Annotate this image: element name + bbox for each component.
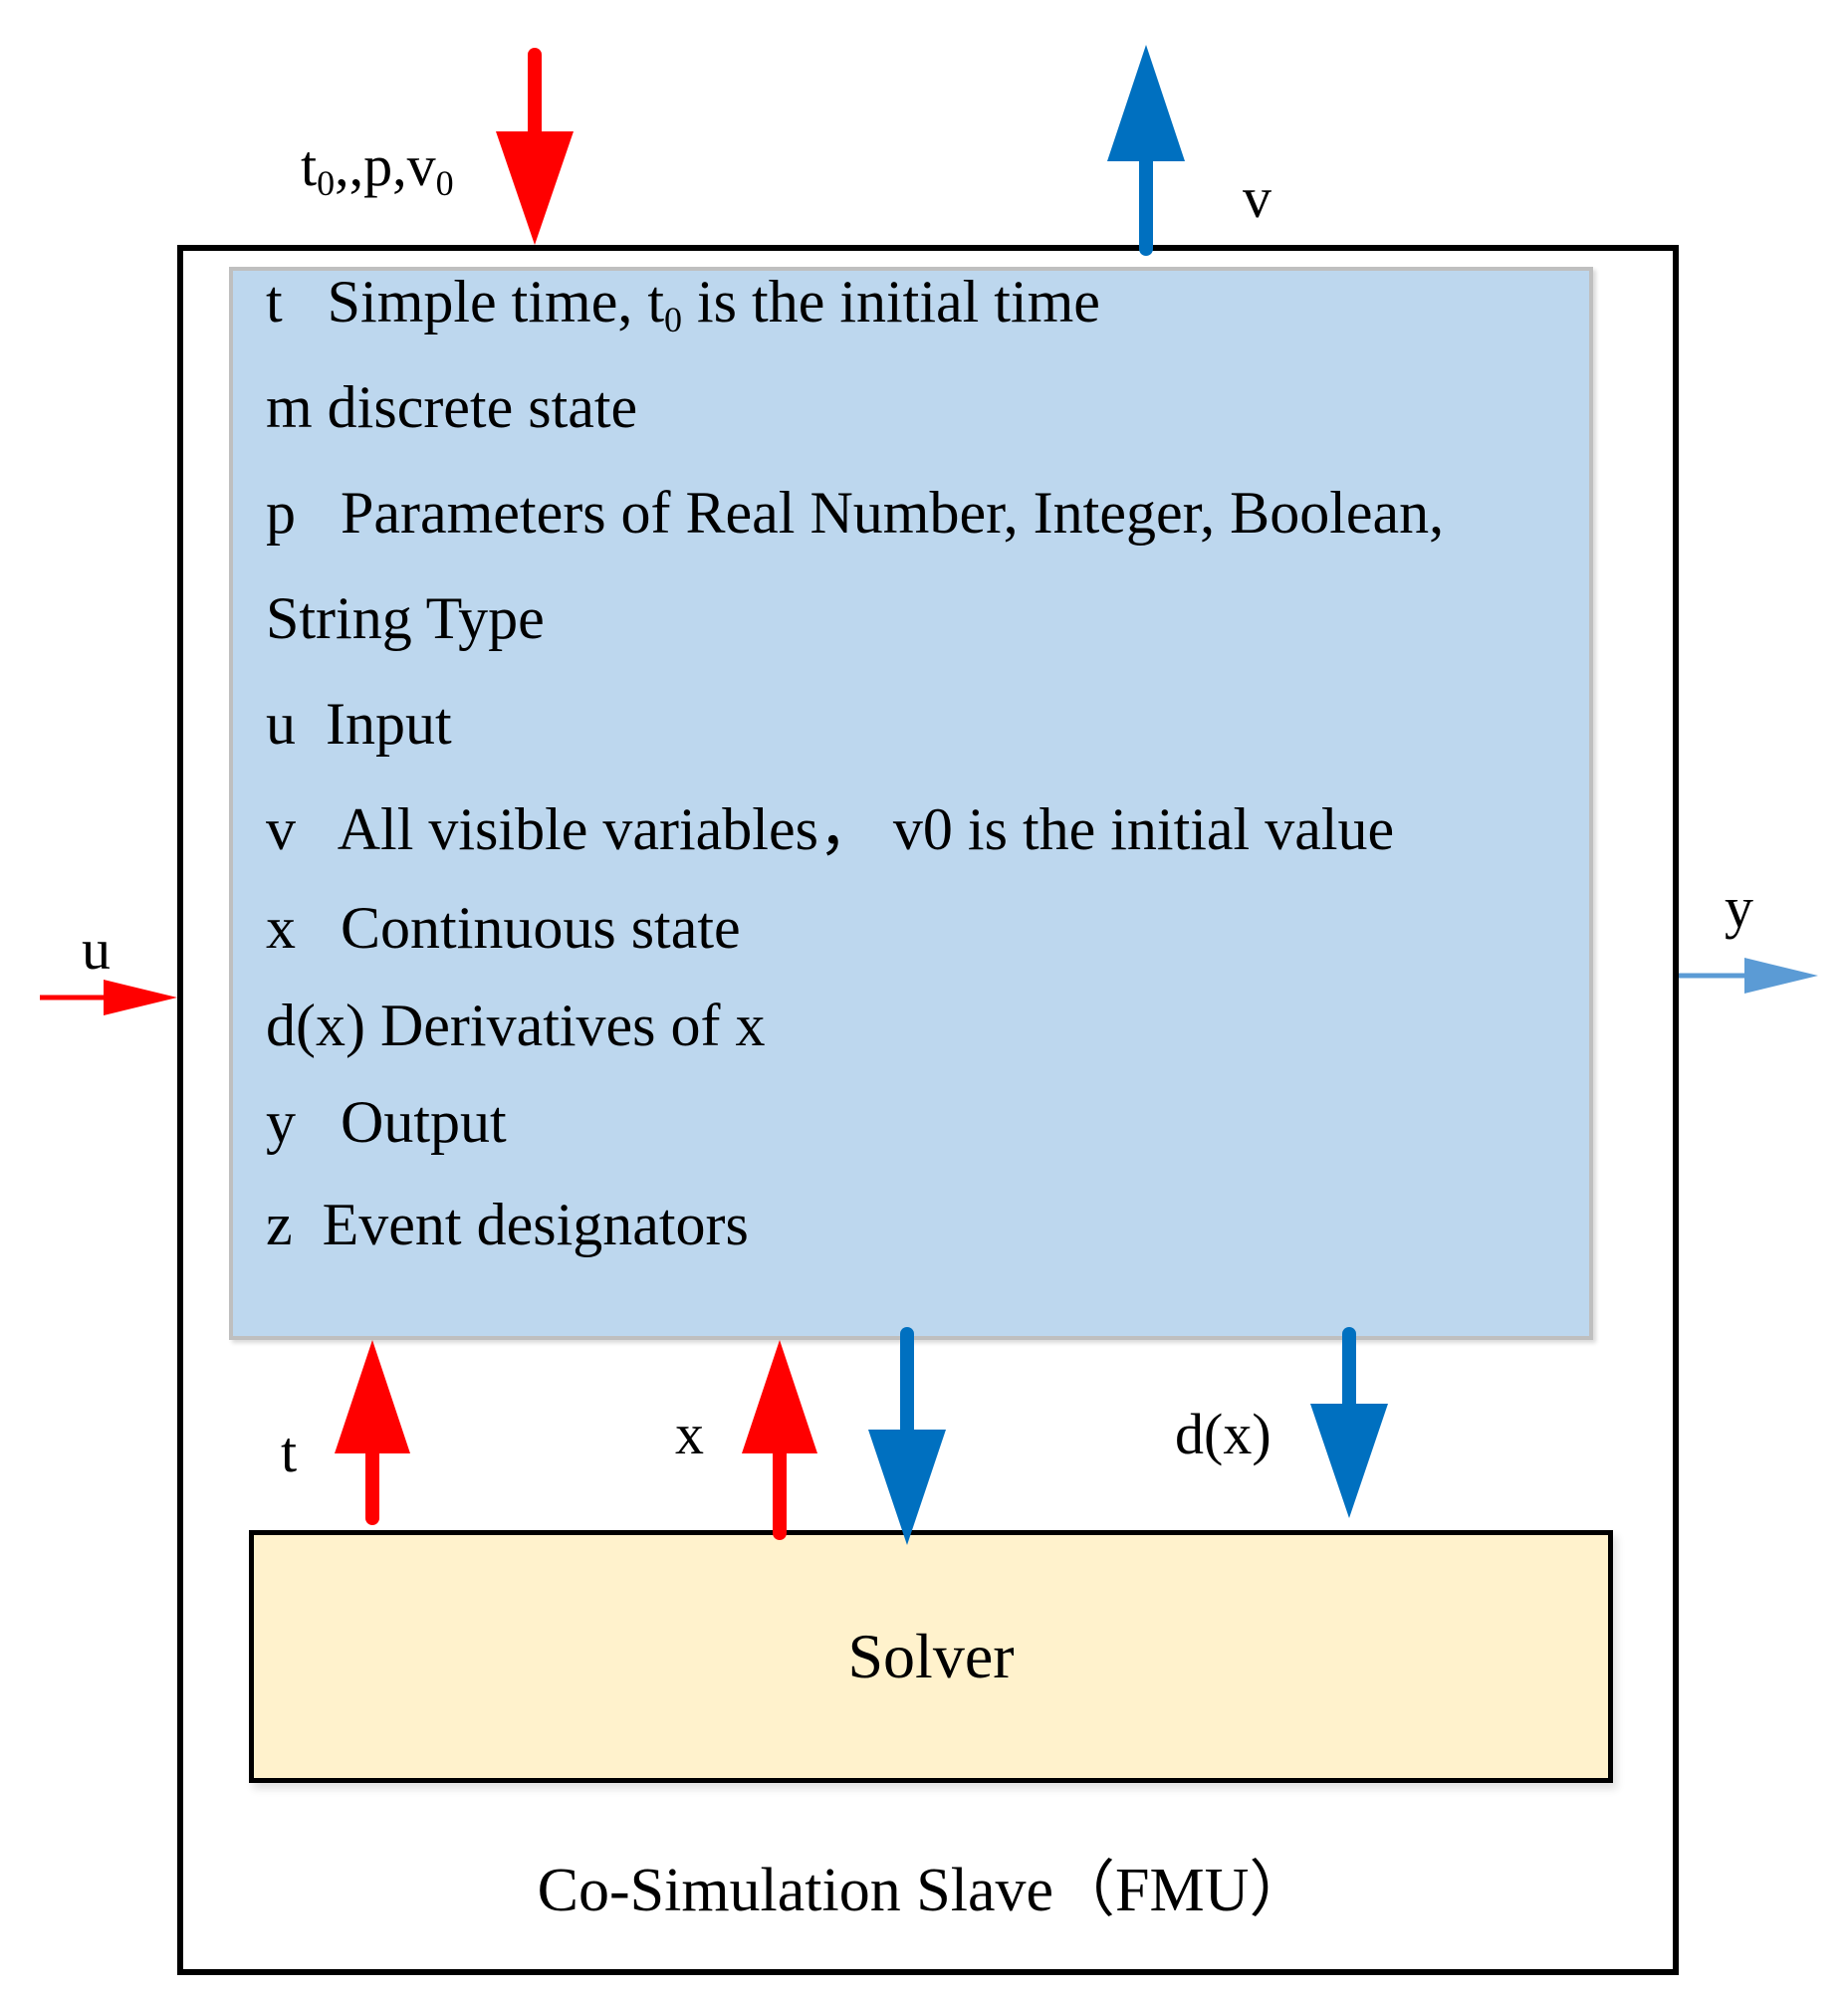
top-output-arrow [1107, 45, 1185, 256]
arrow-head [496, 131, 574, 245]
subscript: 0 [664, 300, 682, 339]
var-symbol: y [266, 1089, 296, 1155]
arrow-head [335, 1340, 410, 1453]
var-description: discrete state [327, 374, 638, 440]
var-line-v: v All visible variables， v0 is the initi… [266, 799, 1394, 859]
solver-box: Solver [249, 1530, 1613, 1783]
var-line-z: z Event designators [266, 1195, 749, 1254]
var-description: Continuous state [341, 895, 741, 961]
var-description: Parameters of Real Number, Integer, Bool… [341, 480, 1445, 546]
var-line-m: m discrete state [266, 377, 637, 437]
arrow-head [868, 1430, 946, 1545]
var-line-p: p Parameters of Real Number, Integer, Bo… [266, 483, 1444, 543]
var-symbol: z [266, 1192, 293, 1257]
var-description: Derivatives of x [379, 993, 766, 1058]
solver-t-label: t [281, 1420, 298, 1484]
arrow-head [1107, 45, 1185, 161]
var-symbol: x [266, 895, 296, 961]
var-line-x: x Continuous state [266, 898, 741, 958]
var-description: Input [326, 691, 452, 757]
t0-symbol: t [301, 133, 318, 198]
var-symbol: t [266, 269, 283, 334]
solver-label: Solver [847, 1621, 1015, 1691]
var-symbol: p [266, 480, 296, 546]
var-symbol: u [266, 691, 296, 757]
model-to-solver-arrow [868, 1327, 946, 1545]
var-symbol: v [266, 796, 296, 862]
var-description: Event designators [322, 1192, 749, 1257]
var-line-dx: d(x) Derivatives of x [266, 996, 766, 1055]
var-line-u: u Input [266, 694, 452, 754]
arrow-head [1744, 958, 1818, 994]
arrow-head [1310, 1404, 1388, 1518]
var-line-t: t Simple time, t0 is the initial time [266, 272, 1100, 337]
top-input-label: t0,,p,v0 [301, 137, 454, 203]
params-label: ,,p,v [335, 133, 436, 198]
subscript: 0 [435, 163, 454, 203]
fmu-caption: Co-Simulation Slave（FMU） [537, 1857, 1311, 1924]
var-description: String Type [266, 585, 545, 651]
arrow-head [742, 1340, 817, 1453]
top-output-label: v [1243, 165, 1271, 230]
top-input-arrow [496, 48, 574, 245]
x-to-model-arrow [742, 1340, 817, 1540]
var-symbol: m [266, 374, 313, 440]
arrow-head [104, 980, 177, 1015]
var-description: Output [341, 1089, 507, 1155]
var-description: All visible variables， v0 is the initial… [337, 796, 1395, 862]
var-description: is the initial time [682, 269, 1100, 334]
solver-x-label: x [675, 1402, 704, 1466]
subscript: 0 [317, 163, 336, 203]
right-output-label: y [1725, 875, 1753, 940]
var-line-y: y Output [266, 1092, 507, 1152]
var-description: Simple time, t [327, 269, 664, 334]
t-to-model-arrow [335, 1340, 410, 1525]
left-input-arrow [40, 980, 177, 1015]
right-output-arrow [1679, 958, 1818, 994]
left-input-label: u [82, 917, 111, 982]
solver-dx-label: d(x) [1175, 1402, 1271, 1466]
model-variables-box [229, 267, 1593, 1340]
dx-to-solver-arrow [1310, 1327, 1388, 1518]
var-symbol: d(x) [266, 993, 365, 1058]
var-line-string-type: String Type [266, 588, 545, 648]
